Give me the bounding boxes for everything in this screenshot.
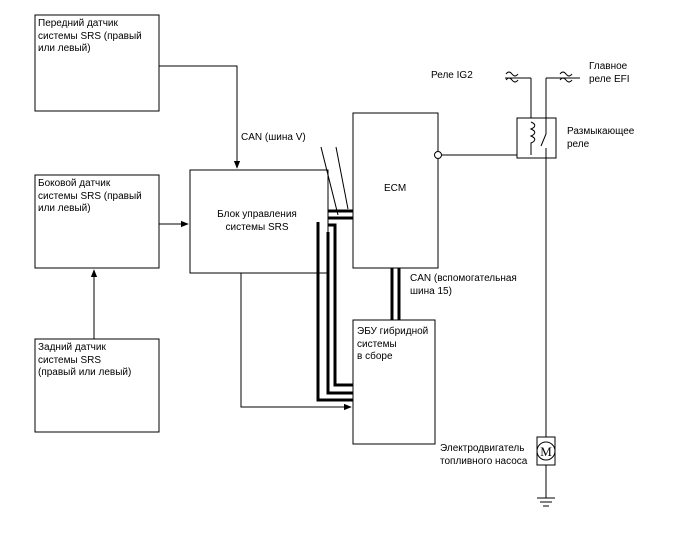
side-srs-sensor-block	[34, 174, 160, 269]
ground-icon	[537, 497, 555, 507]
fuel-pump-motor-label: Электродвигатель топливного насоса	[440, 443, 528, 467]
can-sub-bus-label: CAN (вспомогательная шина 15)	[410, 273, 517, 297]
motor-letter: M	[540, 444, 552, 459]
front-srs-sensor-label: Передний датчик системы SRS (правый или …	[38, 18, 142, 54]
side-srs-sensor-label: Боковой датчик системы SRS (правый или л…	[38, 178, 142, 214]
relay-ig2-label: Реле IG2	[431, 70, 473, 81]
relay-switch-icon	[540, 118, 547, 158]
front-sensor-to-srs-arrow	[159, 65, 241, 169]
srs-to-hybrid-ecu-arrow	[240, 273, 352, 411]
main-relay-efi-label: Главное реле EFI	[589, 61, 630, 85]
rear-srs-sensor-label: Задний датчик системы SRS (правый или ле…	[38, 342, 132, 378]
front-srs-sensor-block	[34, 14, 160, 112]
can-bus-v-label: CAN (шина V)	[241, 132, 306, 143]
ecm-terminal	[434, 151, 442, 159]
ig2-break-mark	[505, 71, 519, 83]
rear-srs-sensor-block	[34, 338, 160, 433]
hybrid-ecu-block	[352, 319, 436, 445]
relay-coil-icon	[529, 121, 536, 155]
hybrid-ecu-label: ЭБУ гибридной системы в сборе	[357, 326, 429, 362]
can-bus-v-lines	[316, 146, 353, 402]
opening-relay-label: Размыкающее реле	[567, 126, 635, 150]
srs-control-unit-label: Блок управления системы SRS	[217, 209, 297, 233]
efi-break-mark	[559, 71, 573, 83]
opening-relay-box	[516, 117, 557, 159]
ecm-label: ECM	[384, 183, 407, 194]
fuel-pump-motor-icon	[536, 441, 556, 461]
can-sub-bus-lines	[390, 268, 401, 320]
ecm-block	[352, 112, 439, 269]
srs-control-unit-block	[189, 169, 329, 274]
